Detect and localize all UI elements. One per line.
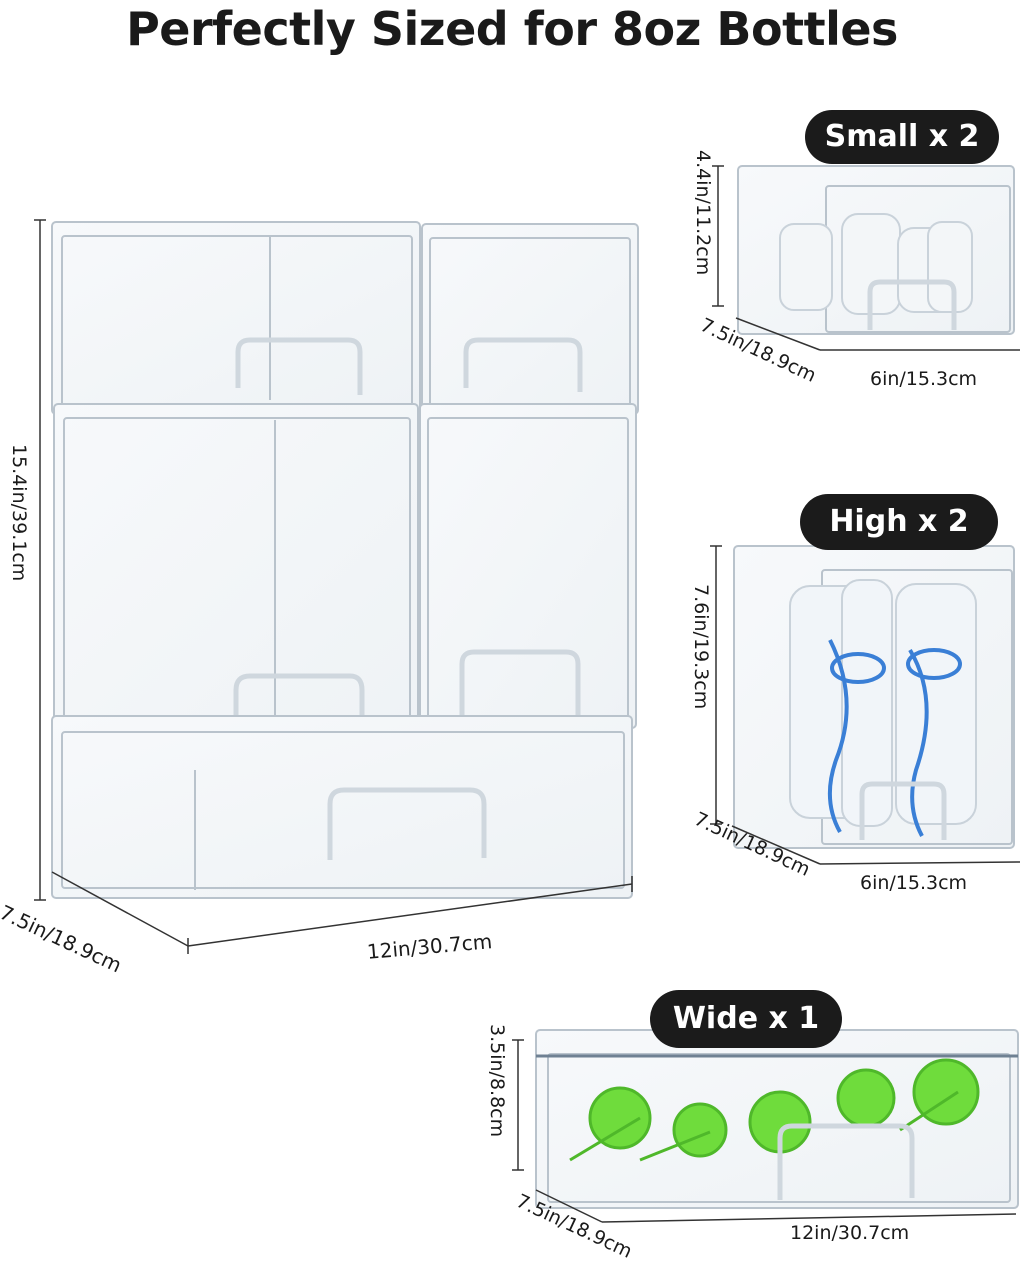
wide-box-dimension-lines — [512, 1039, 1017, 1223]
high-box — [733, 545, 1015, 849]
high-box-bottle-markings — [827, 639, 962, 837]
wide-box — [535, 1029, 1019, 1209]
small-box-bottles — [779, 213, 973, 315]
stack-small-drawer-right — [421, 223, 639, 415]
stack-dimension-lines — [34, 219, 633, 954]
small-box — [737, 165, 1015, 335]
high-height-label: 7.6in/19.3cm — [690, 584, 712, 710]
wide-box-accessories — [569, 1058, 980, 1162]
small-box-dimension-lines — [712, 165, 1020, 351]
small-height-label: 4.4in/11.2cm — [692, 150, 714, 276]
stack-high-drawer-left — [53, 403, 419, 761]
stack-height-label: 15.4in/39.1cm — [8, 444, 30, 582]
badge-wide: Wide x 1 — [650, 990, 842, 1048]
badge-small: Small x 2 — [805, 110, 999, 164]
badge-high: High x 2 — [800, 494, 998, 550]
stacked-organizer-set — [51, 221, 639, 899]
stack-wide-drawer — [51, 715, 633, 899]
small-width-label: 6in/15.3cm — [870, 368, 978, 390]
high-box-bottles — [789, 579, 977, 827]
page-title: Perfectly Sized for 8oz Bottles — [126, 2, 898, 56]
wide-height-label: 3.5in/8.8cm — [486, 1024, 508, 1138]
wide-width-label: 12in/30.7cm — [790, 1222, 910, 1244]
high-width-label: 6in/15.3cm — [860, 872, 968, 894]
stack-high-drawer-right — [419, 403, 637, 729]
high-box-dimension-lines — [710, 545, 1021, 865]
stack-small-drawer-left — [51, 221, 421, 415]
